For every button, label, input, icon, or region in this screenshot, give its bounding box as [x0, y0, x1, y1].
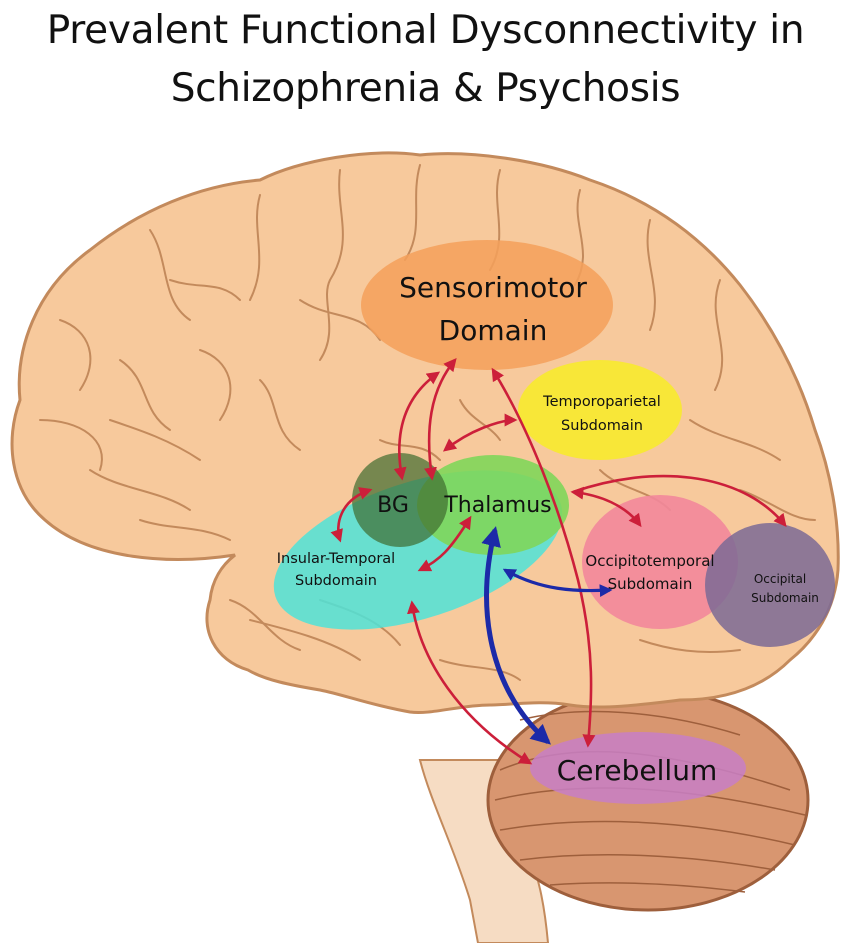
- bg-label: BG: [377, 493, 409, 518]
- thalamus-label: Thalamus: [443, 493, 551, 518]
- occipital-label-1: Occipital: [754, 572, 806, 586]
- arrow-insular-cerebellum: [407, 600, 533, 765]
- diagram-title: Prevalent Functional Dysconnectivity in …: [0, 2, 851, 118]
- region-occipital: [705, 523, 835, 647]
- title-line-2: Schizophrenia & Psychosis: [170, 66, 681, 111]
- insular-temporal-label-2: Subdomain: [295, 573, 377, 589]
- occipital-label-2: Subdomain: [751, 591, 819, 605]
- sensorimotor-label-1: Sensorimotor: [399, 271, 587, 304]
- occipitotemporal-label-1: Occipitotemporal: [585, 552, 714, 570]
- temporoparietal-label-1: Temporoparietal: [542, 394, 661, 410]
- arrow-sensorimotor-thalamus: [424, 358, 457, 481]
- region-sensorimotor: Sensorimotor Domain: [361, 240, 613, 370]
- insular-temporal-label-1: Insular-Temporal: [277, 551, 395, 567]
- region-cerebellum: [530, 732, 746, 804]
- arrow-thalamus-occipital: [572, 474, 787, 528]
- connectivity-arrows-blue: [481, 526, 613, 745]
- region-temporoparietal: Temporoparietal Subdomain: [518, 360, 682, 460]
- arrow-insular-occipitotemporal: [502, 568, 613, 597]
- title-line-1: Prevalent Functional Dysconnectivity in: [46, 8, 805, 53]
- region-occipitotemporal: [582, 495, 738, 629]
- temporoparietal-label-2: Subdomain: [561, 418, 643, 434]
- cerebellum-label: Cerebellum: [557, 754, 717, 787]
- arrow-thalamus-insular: [417, 515, 472, 572]
- occipitotemporal-label-2: Subdomain: [608, 575, 693, 593]
- arrow-bg-insular: [330, 487, 373, 543]
- sensorimotor-label-2: Domain: [439, 314, 548, 347]
- arrow-thalamus-cerebellum: [481, 526, 551, 745]
